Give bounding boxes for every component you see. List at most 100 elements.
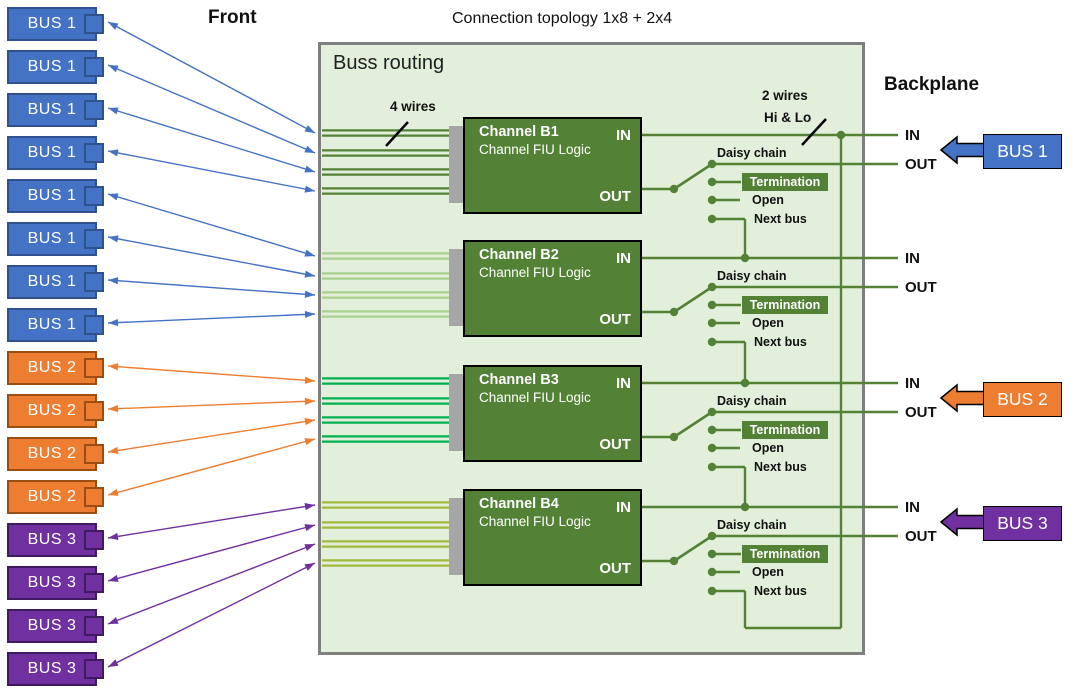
termination-box: Termination [742,545,828,563]
backplane-bus-arrow [939,507,985,537]
channel-out-label: OUT [599,560,631,577]
front-bus-box: BUS 1 [7,179,97,213]
front-arrow-line [107,193,316,257]
channel-in-label: IN [616,250,631,267]
front-bus-box: BUS 2 [7,351,97,385]
backplane-in-label: IN [905,250,920,267]
backplane-bus-arrow [939,383,985,413]
daisy-chain-label: Daisy chain [717,518,787,532]
front-arrow-line [107,400,316,410]
front-arrow-head [108,193,119,201]
channel-box: Channel B4 Channel FIU Logic IN OUT [463,489,642,586]
page-title: Connection topology 1x8 + 2x4 [452,10,673,27]
front-arrow-head [108,532,119,540]
front-arrow-line [107,279,316,296]
front-bus-tab [84,357,104,378]
backplane-label: Backplane [884,74,980,95]
front-bus-tab [84,271,104,292]
channel-in-label: IN [616,127,631,144]
front-arrow-head [108,149,119,157]
front-arrow-line [107,313,316,324]
backplane-bus-box: BUS 1 [983,133,1062,169]
backplane-in-label: IN [905,375,920,392]
open-label: Open [752,316,784,330]
front-bus-tab [84,142,104,163]
front-bus-box: BUS 1 [7,93,97,127]
left-wires-annotation: 4 wires [390,99,436,114]
next-bus-label: Next bus [754,584,807,598]
front-bus-box: BUS 1 [7,265,97,299]
front-arrow-line [107,150,316,192]
channel-in-label: IN [616,375,631,392]
open-label: Open [752,193,784,207]
front-arrow-head [108,574,119,582]
front-arrow-head [108,65,119,73]
front-bus-box: BUS 2 [7,394,97,428]
front-bus-tab [84,314,104,335]
front-bus-tab [84,486,104,507]
front-arrow-head [108,107,119,115]
channel-in-label: IN [616,499,631,516]
channel-subtitle: Channel FIU Logic [479,265,591,280]
channel-title: Channel B2 [479,247,559,263]
front-arrow-line [107,562,316,668]
backplane-bus-box: BUS 3 [983,505,1062,541]
front-arrow-line [107,236,316,277]
right-wires-annotation-line1: 2 wires [762,88,808,103]
channel-subtitle: Channel FIU Logic [479,142,591,157]
channel-out-label: OUT [599,436,631,453]
front-bus-tab [84,615,104,636]
front-arrow-head [304,524,315,532]
front-arrow-line [107,21,316,134]
front-bus-tab [84,56,104,77]
channel-title: Channel B4 [479,496,559,512]
front-arrow-head [304,249,315,257]
front-arrow-line [107,438,316,496]
front-arrow-head [304,503,315,511]
backplane-out-label: OUT [905,528,937,545]
front-arrow-head [304,310,315,319]
front-arrow-head [304,270,315,278]
backplane-bus-arrow [939,135,985,165]
front-bus-tab [84,99,104,120]
front-arrow-head [304,417,315,426]
front-bus-tab [84,572,104,593]
front-arrow-line [107,504,316,539]
front-bus-box: BUS 2 [7,480,97,514]
channel-subtitle: Channel FIU Logic [479,514,591,529]
front-bus-box: BUS 1 [7,222,97,256]
next-bus-label: Next bus [754,460,807,474]
next-bus-label: Next bus [754,335,807,349]
termination-box: Termination [742,296,828,314]
daisy-chain-label: Daisy chain [717,269,787,283]
front-arrow-line [107,107,316,173]
backplane-out-label: OUT [905,156,937,173]
front-bus-tab [84,185,104,206]
front-arrow-head [304,544,315,551]
front-arrow-head [108,363,119,371]
front-arrow-head [304,165,315,173]
front-arrow-head [304,563,315,571]
channel-title: Channel B3 [479,372,559,388]
front-bus-box: BUS 3 [7,609,97,643]
front-arrow-head [108,405,119,413]
backplane-in-label: IN [905,499,920,516]
channel-title: Channel B1 [479,124,559,140]
front-label: Front [208,7,257,28]
front-bus-tab [84,658,104,679]
front-bus-tab [84,400,104,421]
backplane-bus-box: BUS 2 [983,381,1062,417]
channel-out-label: OUT [599,311,631,328]
front-arrow-head [108,277,119,285]
front-arrow-head [304,397,315,405]
front-arrow-head [304,125,315,133]
front-arrow-line [107,524,316,582]
front-arrow-head [108,235,119,243]
daisy-chain-label: Daisy chain [717,146,787,160]
front-arrow-head [108,446,119,455]
front-bus-box: BUS 1 [7,50,97,84]
backplane-out-label: OUT [905,279,937,296]
termination-box: Termination [742,173,828,191]
